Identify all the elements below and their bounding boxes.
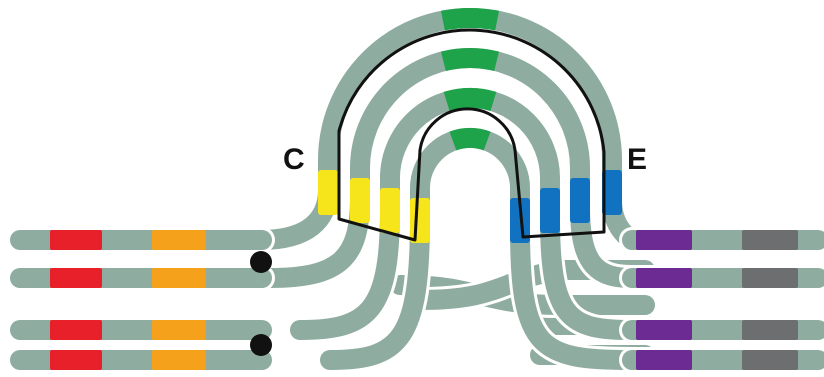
purple-band-2	[636, 268, 692, 288]
green-band-1	[440, 8, 500, 31]
loop-chromatid-outline	[337, 28, 606, 242]
label-c: C	[283, 143, 305, 176]
orange-band-3	[152, 320, 206, 340]
blue-band-1	[602, 170, 622, 215]
green-band-4	[449, 128, 491, 151]
purple-band-3	[636, 320, 692, 340]
orange-band-4	[152, 350, 206, 370]
yellow-band-3	[380, 188, 400, 233]
chromosome-arms	[7, 227, 824, 373]
yellow-band-2	[350, 178, 370, 223]
blue-band-2	[570, 178, 590, 223]
red-band-4	[50, 350, 102, 370]
gray-band-3	[742, 320, 798, 340]
centromeres	[250, 251, 272, 356]
purple-band-1	[636, 230, 692, 250]
inversion-loop-bands	[318, 8, 622, 243]
gray-band-1	[742, 230, 798, 250]
gray-band-2	[742, 268, 798, 288]
green-band-2	[440, 48, 500, 71]
purple-band-4	[636, 350, 692, 370]
orange-band-1	[152, 230, 206, 250]
red-band-1	[50, 230, 102, 250]
orange-band-2	[152, 268, 206, 288]
label-e: E	[627, 143, 648, 176]
red-band-3	[50, 320, 102, 340]
red-band-2	[50, 268, 102, 288]
green-band-3	[443, 87, 497, 112]
centromere-1	[250, 251, 272, 273]
yellow-band-1	[318, 170, 338, 215]
blue-band-3	[540, 188, 560, 233]
yellow-band-4	[410, 198, 430, 243]
centromere-2	[250, 334, 272, 356]
gray-band-4	[742, 350, 798, 370]
